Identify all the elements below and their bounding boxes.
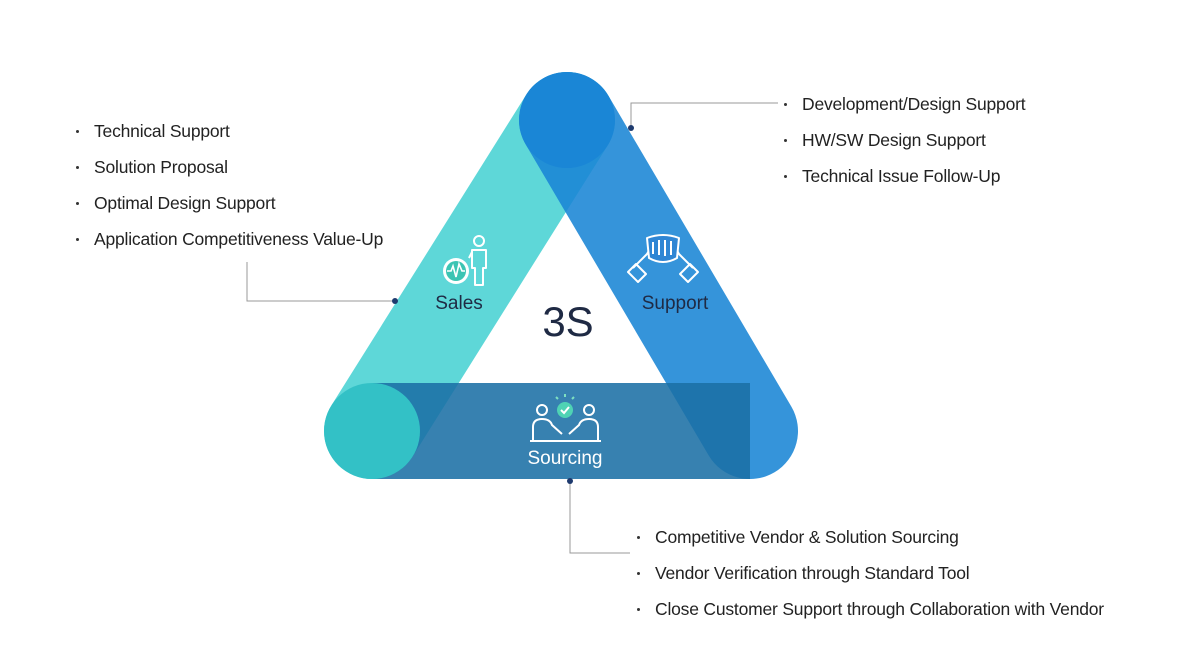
sourcing-connector xyxy=(569,481,630,554)
sourcing-connector-dot xyxy=(567,478,573,484)
sourcing-item-list: Competitive Vendor & Solution Sourcing V… xyxy=(637,519,1104,627)
list-item: Technical Issue Follow-Up xyxy=(784,158,1025,194)
list-item: Application Competitiveness Value-Up xyxy=(76,221,383,257)
sales-connector-dot xyxy=(392,298,398,304)
sales-band xyxy=(324,72,615,479)
sales-label: Sales xyxy=(435,293,483,314)
support-connector xyxy=(630,102,778,128)
support-item-list: Development/Design Support HW/SW Design … xyxy=(784,86,1026,194)
sales-cap xyxy=(324,383,420,479)
list-item: Vendor Verification through Standard Too… xyxy=(637,555,1104,591)
center-label: 3S xyxy=(542,298,593,345)
list-item: Solution Proposal xyxy=(76,149,383,185)
meeting-people-check-icon xyxy=(530,394,601,442)
sales-item-list: Technical Support Solution Proposal Opti… xyxy=(76,113,383,257)
list-item: Development/Design Support xyxy=(784,86,1026,122)
support-label: Support xyxy=(642,293,709,314)
person-with-chart-icon xyxy=(443,235,487,286)
list-item: Optimal Design Support xyxy=(76,185,383,221)
handshake-hands-icon xyxy=(627,234,699,283)
list-item: Close Customer Support through Collabora… xyxy=(637,591,1104,627)
sourcing-label: Sourcing xyxy=(528,448,603,469)
support-connector-dot xyxy=(628,125,634,131)
support-band xyxy=(519,72,798,479)
sourcing-band xyxy=(372,383,750,479)
list-item: Competitive Vendor & Solution Sourcing xyxy=(637,519,1104,555)
top-cap xyxy=(519,72,615,168)
sales-connector xyxy=(246,262,395,302)
list-item: Technical Support xyxy=(76,113,383,149)
list-item: HW/SW Design Support xyxy=(784,122,1025,158)
